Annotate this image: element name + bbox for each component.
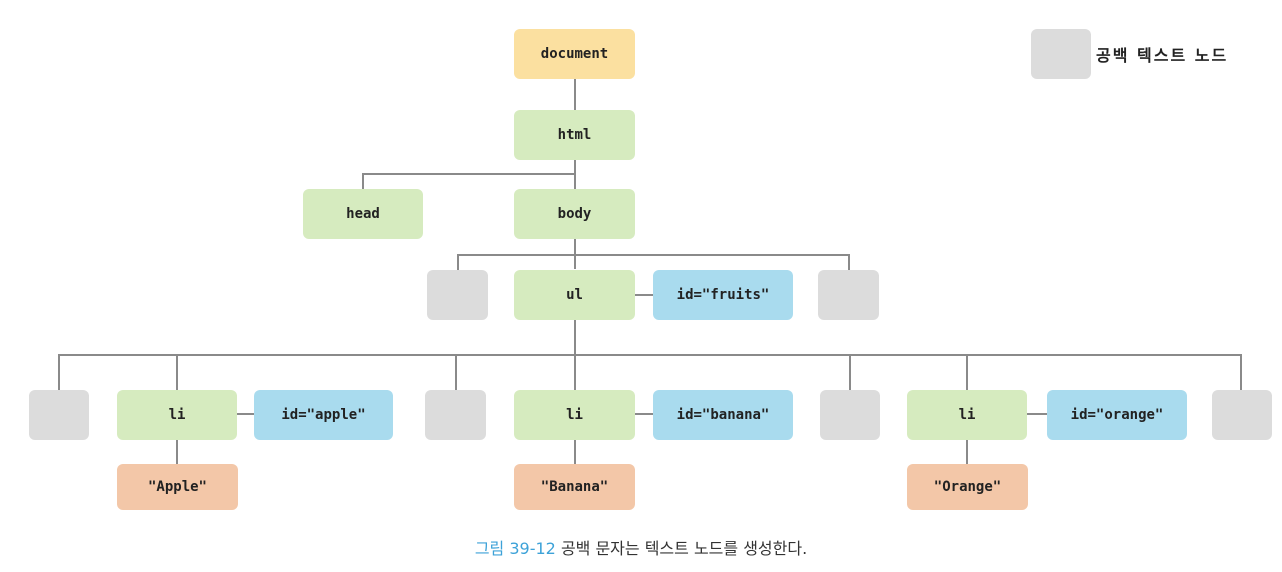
connector-li1-text	[176, 439, 178, 464]
connector-li2-text	[574, 439, 576, 464]
node-ul-id-attribute: id="fruits"	[653, 270, 793, 320]
node-whitespace-ul-1	[29, 390, 89, 440]
connector-li3-attr	[1027, 413, 1047, 415]
connector-body-ws1	[457, 254, 459, 270]
connector-li1-attr	[237, 413, 254, 415]
connector-ul-ws1	[58, 354, 60, 390]
figure-number: 그림 39-12	[474, 539, 556, 558]
node-apple-id-attribute: id="apple"	[254, 390, 393, 440]
node-html: html	[514, 110, 635, 160]
connector-html-children-bar	[362, 173, 576, 175]
connector-body-down	[574, 237, 576, 269]
node-orange-text: "Orange"	[907, 464, 1028, 510]
legend-whitespace-label: 공백 텍스트 노드	[1096, 46, 1229, 65]
figure-caption: 그림 39-12 공백 문자는 텍스트 노드를 생성한다.	[0, 535, 1282, 559]
node-whitespace-ul-2	[425, 390, 486, 440]
node-banana-id-attribute: id="banana"	[653, 390, 793, 440]
connector-li3-text	[966, 439, 968, 464]
connector-ul-li3	[966, 354, 968, 390]
node-whitespace-ul-4	[1212, 390, 1272, 440]
node-li-orange: li	[907, 390, 1027, 440]
node-apple-text: "Apple"	[117, 464, 238, 510]
connector-ul-children-bar	[58, 354, 1242, 356]
connector-ul-ws3	[849, 354, 851, 390]
legend-whitespace-swatch	[1031, 29, 1091, 79]
node-ul: ul	[514, 270, 635, 320]
node-banana-text: "Banana"	[514, 464, 635, 510]
node-whitespace-body-1	[427, 270, 488, 320]
connector-document-html	[574, 79, 576, 110]
connector-ul-ws2	[455, 354, 457, 390]
node-whitespace-body-2	[818, 270, 879, 320]
node-li-banana: li	[514, 390, 635, 440]
node-body: body	[514, 189, 635, 239]
connector-ul-attr	[634, 294, 653, 296]
connector-html-head	[362, 173, 364, 189]
node-whitespace-ul-3	[820, 390, 880, 440]
node-head: head	[303, 189, 423, 239]
node-orange-id-attribute: id="orange"	[1047, 390, 1187, 440]
connector-li2-attr	[634, 413, 653, 415]
connector-body-ws2	[848, 254, 850, 270]
figure-caption-text: 공백 문자는 텍스트 노드를 생성한다.	[560, 539, 808, 558]
node-li-apple: li	[117, 390, 237, 440]
connector-ul-ws4	[1240, 354, 1242, 390]
node-document: document	[514, 29, 635, 79]
connector-ul-li1	[176, 354, 178, 390]
connector-body-children-bar	[457, 254, 850, 256]
